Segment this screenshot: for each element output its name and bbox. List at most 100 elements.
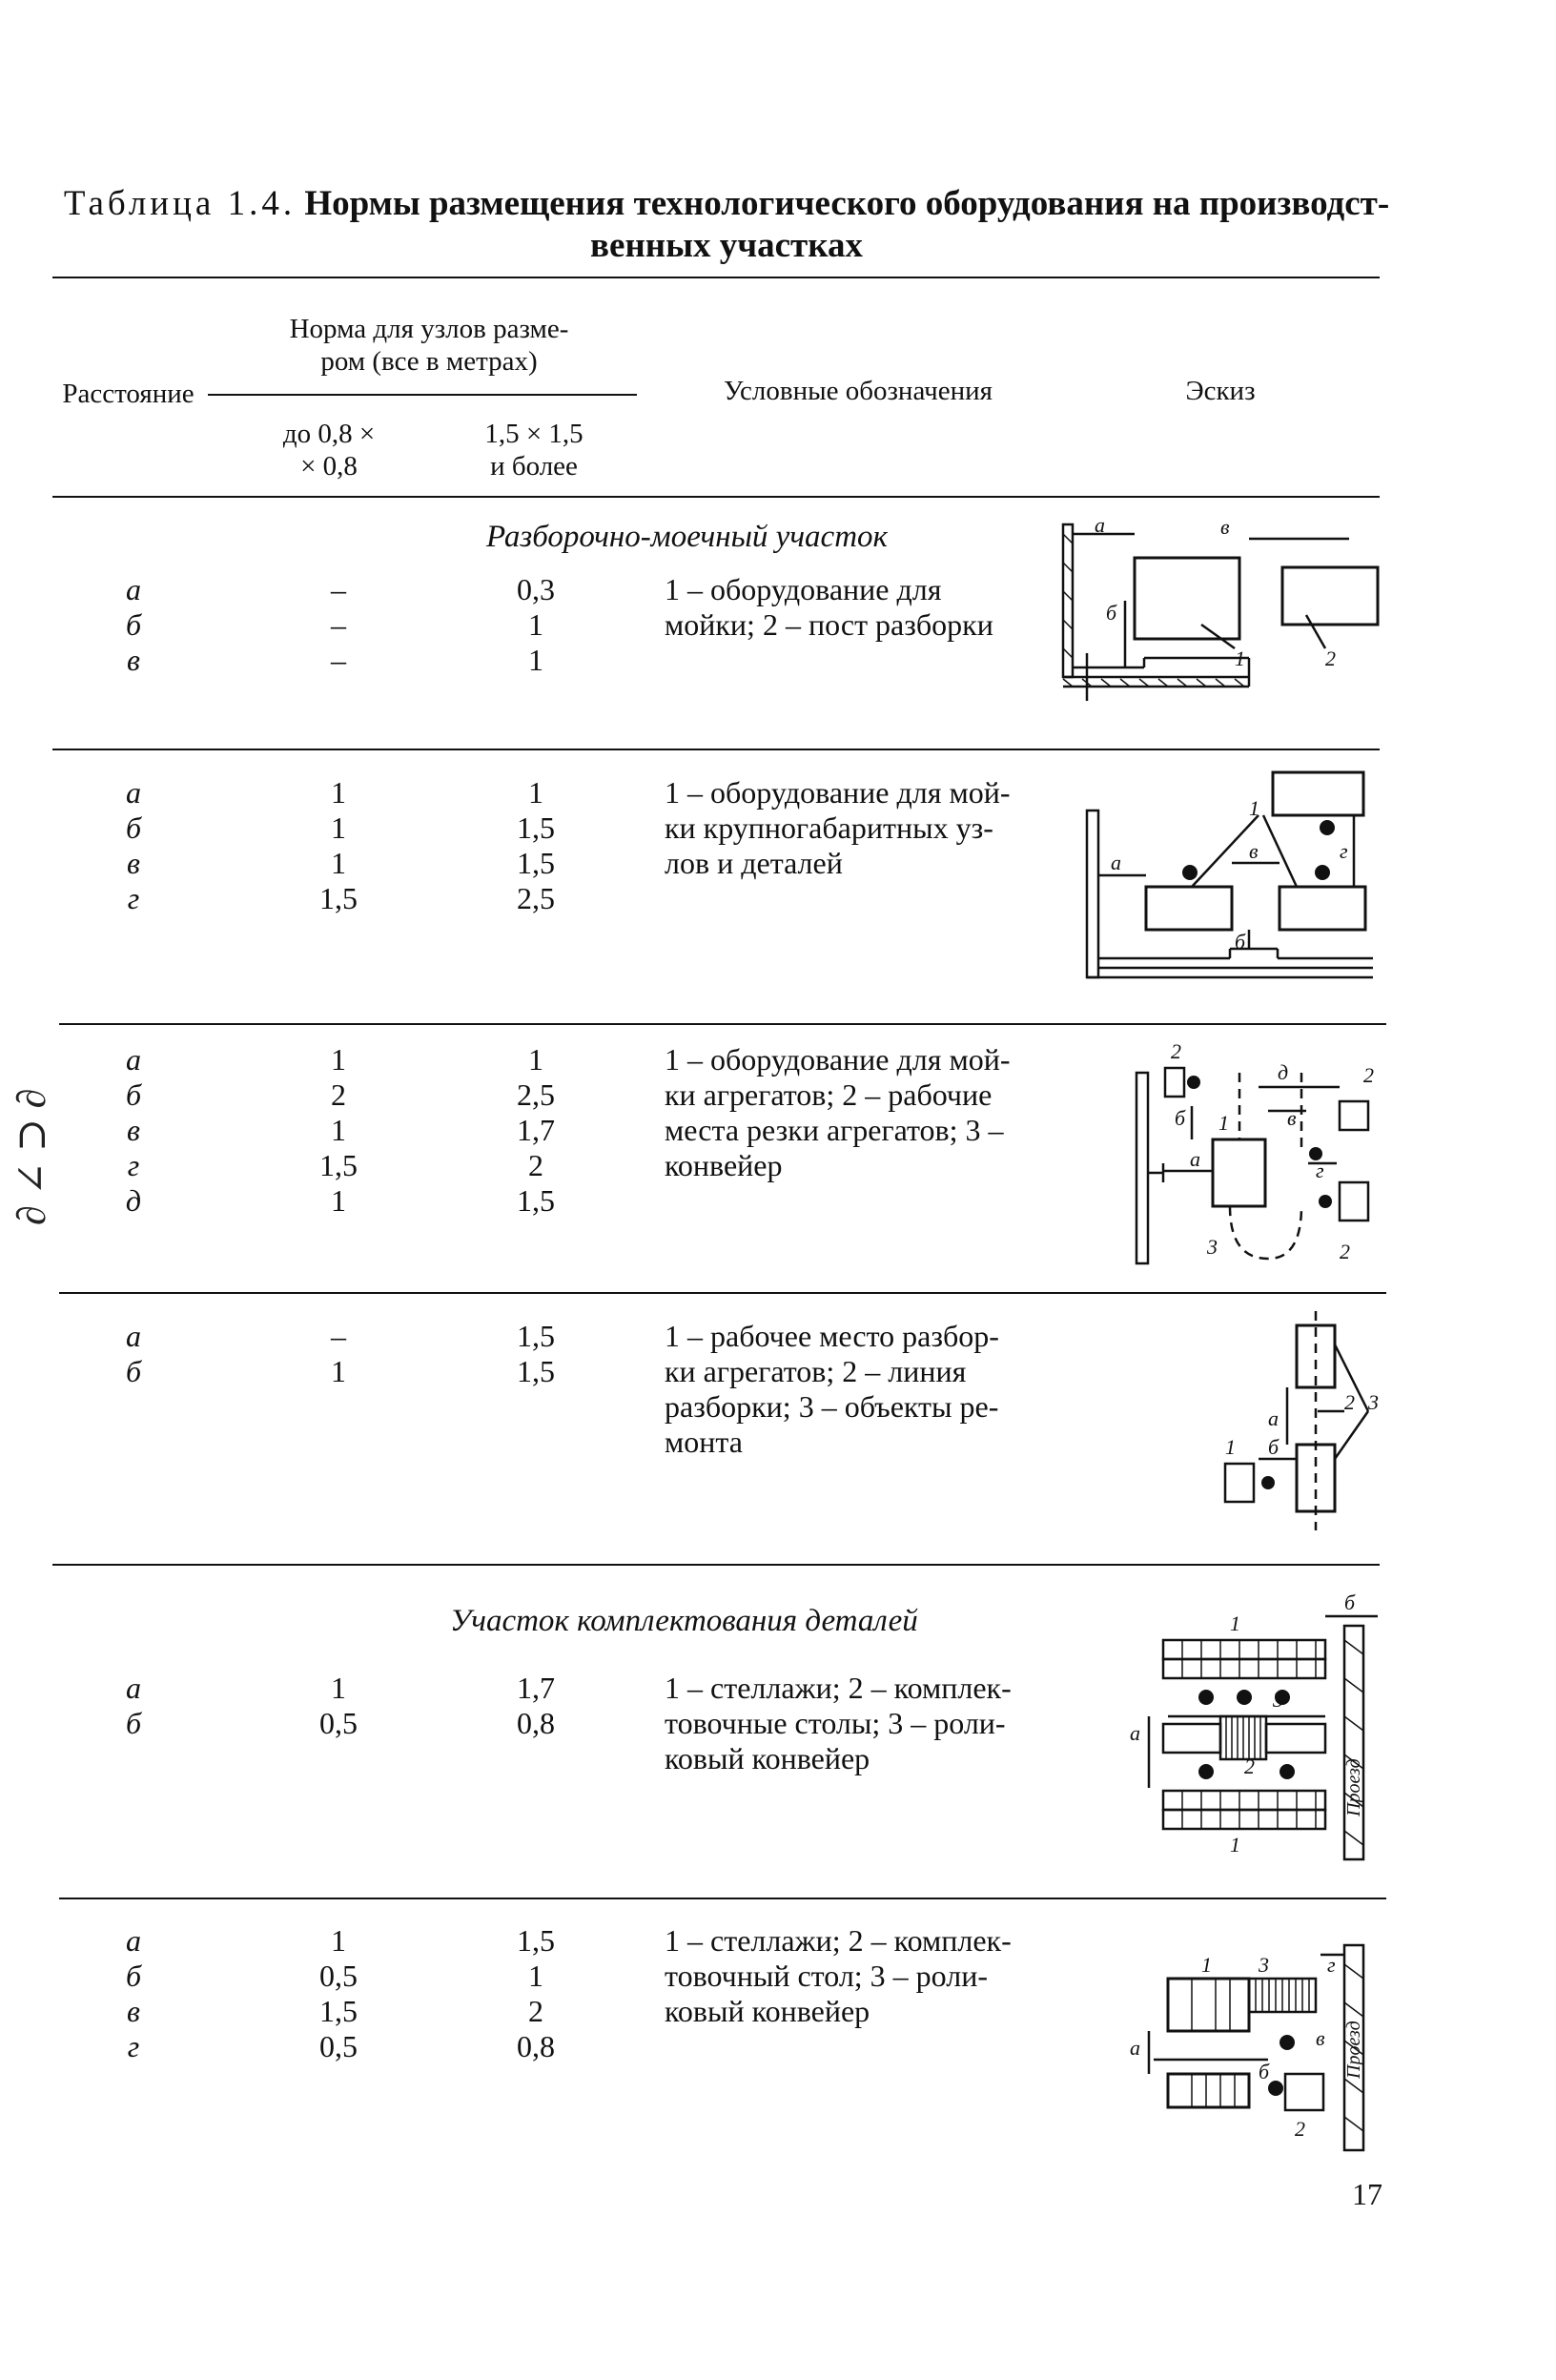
section4-description: 1 – рабочее место разбор- ки агрегатов; … [665, 1319, 1075, 1460]
sketch-label: б [1259, 2060, 1270, 2083]
sketch-label: 2 [1363, 1063, 1374, 1087]
section2-description: 1 – оборудование для мой- ки крупногабар… [665, 775, 1075, 881]
value-small: 0,5 [319, 1706, 358, 1740]
description-line: ки агрегатов; 2 – линия [665, 1354, 967, 1388]
value-small: 1 [331, 1113, 346, 1147]
operator-marker [1319, 1195, 1332, 1208]
value-large: 1 [528, 1042, 543, 1077]
section6-small: 1 0,5 1,5 0,5 [291, 1923, 386, 2064]
operator-marker [1268, 2081, 1283, 2096]
distance-letter: г [127, 2029, 140, 2063]
sketch-label: 2 [1344, 1390, 1355, 1414]
header-col-small-line2: × 0,8 [300, 451, 358, 482]
description-line: товочные столы; 3 – роли- [665, 1706, 1006, 1740]
operator-marker [1187, 1076, 1200, 1089]
distance-letter: а [126, 1671, 141, 1705]
distance-letter: б [125, 1706, 142, 1740]
sketch-label: б [1106, 601, 1117, 625]
distance-letter: б [125, 1077, 142, 1112]
description-line: товочный стол; 3 – роли- [665, 1959, 988, 1993]
section3-description: 1 – оборудование для мой- ки агрегатов; … [665, 1042, 1075, 1183]
rack [1161, 1657, 1327, 1680]
operator-marker [1320, 820, 1335, 835]
header-sketch: Эскиз [1185, 376, 1256, 406]
value-large: 1,7 [517, 1671, 555, 1705]
value-large: 1,5 [517, 1319, 555, 1353]
description-line: 1 – оборудование для мой- [665, 1042, 1011, 1077]
header-norm-line1: Норма для узлов разме- [289, 314, 569, 344]
sketch-label: 2 [1340, 1240, 1350, 1263]
value-large: 2 [528, 1994, 543, 2028]
value-large: 1,7 [517, 1113, 555, 1147]
section5-large: 1,7 0,8 [488, 1671, 584, 1741]
header-col-large-line2: и более [490, 451, 578, 482]
rack [1166, 1977, 1251, 2033]
sketch-label: 1 [1201, 1953, 1212, 1977]
operator-marker [1237, 1690, 1252, 1705]
table-label: Таблица 1.4. [63, 184, 297, 223]
section-rule [59, 1023, 1386, 1025]
value-large: 1,5 [517, 810, 555, 845]
value-large: 2,5 [517, 1077, 555, 1112]
value-large: 1 [528, 1959, 543, 1993]
value-large: 1,5 [517, 1354, 555, 1388]
sketch-label: 1 [1230, 1833, 1240, 1857]
sketch-label: 1 [1218, 1111, 1229, 1135]
passage-label: Проезд [1343, 2021, 1364, 2080]
disassembly-workplace [1223, 1462, 1256, 1504]
sketch-label: 2 [1295, 2117, 1305, 2141]
section4-small: – 1 [291, 1319, 386, 1389]
disassembly-post [1280, 565, 1380, 626]
rack [1166, 2072, 1251, 2109]
distance-letter: в [127, 643, 140, 677]
sketch-label: г [1327, 1953, 1336, 1977]
value-large: 2,5 [517, 881, 555, 915]
sketch-large-washing: 1 а в б г [1085, 770, 1373, 979]
sketch-label: б [1175, 1106, 1186, 1130]
handwritten-margin-note: ∂ ∠ ⊃ ∂ [10, 1088, 54, 1225]
description-line: конвейер [665, 1148, 783, 1182]
operator-marker [1275, 1690, 1290, 1705]
value-small: 1 [331, 846, 346, 880]
operator-marker [1309, 1147, 1322, 1160]
value-small: 1,5 [319, 1148, 358, 1182]
header-norm-line2: ром (все в метрах) [320, 346, 538, 377]
sketch-label: 3 [1367, 1390, 1379, 1414]
sketch-label: 1 [1225, 1435, 1236, 1459]
distance-letter: а [126, 775, 141, 810]
value-small: 0,5 [319, 1959, 358, 1993]
section6-large: 1,5 1 2 0,8 [488, 1923, 584, 2064]
operator-marker [1280, 1764, 1295, 1779]
kitting-table [1283, 2072, 1325, 2112]
description-line: мойки; 2 – пост разборки [665, 607, 993, 642]
sketch-label: д [1278, 1060, 1288, 1084]
sketch-label: в [1249, 839, 1259, 863]
value-large: 1,5 [517, 1923, 555, 1958]
operator-marker [1182, 865, 1198, 880]
section1-small: – – – [291, 572, 386, 678]
distance-letter: а [126, 1923, 141, 1958]
section1-description: 1 – оборудование для мойки; 2 – пост раз… [665, 572, 1065, 643]
section-rule [52, 749, 1380, 750]
distance-letter: в [127, 1994, 140, 2028]
section-rule [59, 1292, 1386, 1294]
sketch-label: в [1287, 1106, 1297, 1130]
section1-large: 0,3 1 1 [488, 572, 584, 678]
sketch-label: а [1095, 515, 1105, 537]
sketch-label: а [1130, 1721, 1140, 1745]
value-small: 1 [331, 1354, 346, 1388]
washing-unit [1271, 770, 1365, 817]
sketch-parts-kitting-single: 1 3 г а б в 2 Проезд [1130, 1943, 1365, 2152]
section2-small: 1 1 1 1,5 [291, 775, 386, 916]
header-col-large: 1,5 × 1,5 и более [443, 418, 624, 482]
value-small: 1,5 [319, 881, 358, 915]
value-large: 1,5 [517, 1183, 555, 1218]
page-number: 17 [1352, 2177, 1382, 2211]
section2-large: 1 1,5 1,5 2,5 [488, 775, 584, 916]
kitting-table [1264, 1722, 1327, 1754]
section-rule [52, 1564, 1380, 1566]
sketch-parts-kitting: 1 б 3 а 2 1 Проезд [1130, 1590, 1378, 1861]
operator-marker [1261, 1476, 1275, 1489]
sketch-label: а [1268, 1406, 1279, 1430]
section2-letters: а б в г [119, 775, 148, 916]
